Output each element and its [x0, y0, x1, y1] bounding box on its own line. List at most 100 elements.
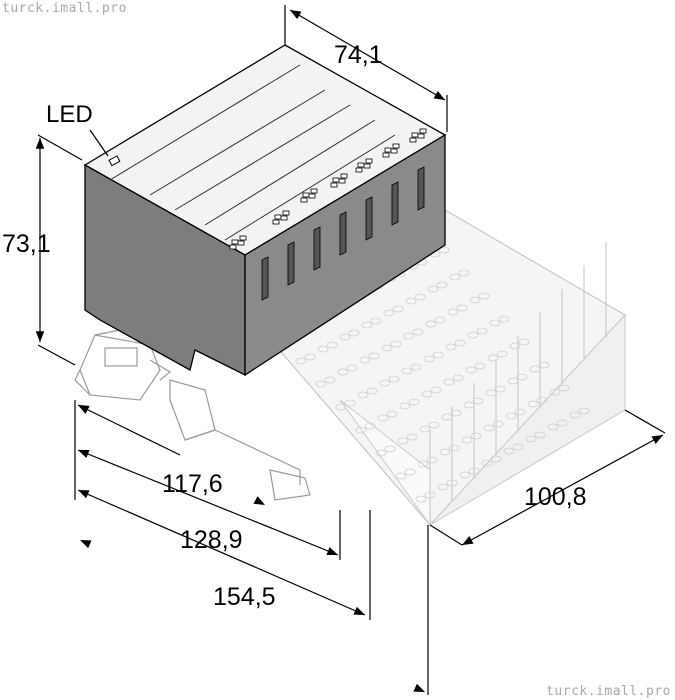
terminal-screw — [361, 321, 373, 329]
dim-label-length-3: 154,5 — [213, 583, 276, 611]
terminal-screw — [445, 343, 457, 351]
terminal-screw — [419, 425, 431, 433]
terminal-screw — [509, 342, 521, 350]
terminal-screw — [326, 341, 338, 349]
status-led — [340, 173, 348, 179]
terminal-screw — [439, 448, 451, 456]
terminal-screw — [449, 273, 461, 281]
terminal-screw — [346, 364, 358, 372]
status-led-clusters — [229, 128, 427, 250]
status-led — [332, 177, 340, 183]
terminal-screw — [476, 327, 488, 335]
status-led — [274, 214, 282, 220]
led-indicator — [108, 155, 121, 167]
terminal-screw — [458, 269, 470, 277]
terminal-screw — [441, 413, 453, 421]
terminal-screw — [463, 401, 475, 409]
status-led — [280, 215, 288, 221]
terminal-screw — [348, 329, 360, 337]
terminal-screw — [467, 331, 479, 339]
terminal-screw — [401, 367, 413, 375]
terminal-screw — [446, 479, 458, 487]
terminal-screw — [452, 374, 464, 382]
status-led — [384, 147, 392, 153]
dimension-lines — [35, 5, 666, 695]
dim-line-extra — [80, 540, 425, 692]
terminal-screw — [414, 293, 426, 301]
terminal-screw — [498, 315, 510, 323]
terminal-screw — [315, 380, 327, 388]
front-connector-slots — [261, 166, 425, 301]
terminal-screw — [390, 340, 402, 348]
terminal-screw — [324, 376, 336, 384]
status-led — [417, 133, 425, 139]
terminal-screw — [529, 365, 541, 373]
dim-label-length-2: 128,9 — [180, 526, 243, 554]
terminal-screw — [395, 472, 407, 480]
status-led — [272, 219, 280, 225]
status-led — [300, 197, 308, 203]
status-led — [310, 188, 318, 194]
status-led — [411, 132, 419, 138]
status-led — [409, 137, 417, 143]
terminal-screw — [412, 328, 424, 336]
terminal-screw — [443, 378, 455, 386]
terminal-screw — [386, 410, 398, 418]
dim-line-depth — [461, 434, 664, 546]
terminal-screw — [404, 468, 416, 476]
terminal-screw — [538, 361, 550, 369]
watermark-top: turck.imall.pro — [2, 1, 127, 16]
terminal-screw — [430, 386, 442, 394]
terminal-screw — [335, 403, 347, 411]
terminal-screw — [344, 399, 356, 407]
terminal-screw — [366, 387, 378, 395]
status-led — [390, 148, 398, 154]
terminal-screw — [578, 407, 590, 415]
terminal-screw — [556, 419, 568, 427]
watermark-bottom: turck.imall.pro — [546, 684, 671, 699]
terminal-screw — [489, 319, 501, 327]
connector-slot — [339, 211, 347, 256]
terminal-screw — [359, 356, 371, 364]
status-led — [229, 244, 237, 250]
terminal-screw — [492, 420, 504, 428]
terminal-screw — [397, 437, 409, 445]
terminal-screw — [392, 305, 404, 313]
status-led — [382, 152, 390, 158]
terminal-screw — [355, 426, 367, 434]
terminal-screw — [507, 377, 519, 385]
status-led — [308, 193, 316, 199]
status-led — [365, 158, 373, 164]
terminal-screw — [295, 357, 307, 365]
terminal-screw — [549, 388, 561, 396]
connector-slot — [287, 241, 295, 286]
terminal-screw — [438, 246, 450, 254]
terminal-screw — [375, 449, 387, 457]
terminal-screw — [357, 391, 369, 399]
terminal-screw — [432, 351, 444, 359]
connector-slot — [261, 256, 269, 301]
terminal-screw — [436, 281, 448, 289]
terminal-screw — [370, 317, 382, 325]
terminal-screw — [518, 338, 530, 346]
status-led — [392, 143, 400, 149]
status-led — [338, 178, 346, 184]
terminal-screw — [547, 423, 559, 431]
terminal-screw — [434, 316, 446, 324]
terminal-screw — [410, 363, 422, 371]
terminal-screw — [428, 421, 440, 429]
terminal-screw — [496, 350, 508, 358]
terminal-screw — [454, 339, 466, 347]
terminal-screw — [494, 385, 506, 393]
terminal-screw — [472, 397, 484, 405]
status-led — [282, 210, 290, 216]
dim-label-length-1: 117,6 — [162, 470, 223, 498]
terminal-screw — [368, 352, 380, 360]
terminal-screw — [456, 304, 468, 312]
terminal-screw — [403, 332, 415, 340]
terminal-screw — [448, 444, 460, 452]
terminal-screw — [478, 292, 490, 300]
terminal-screw — [450, 409, 462, 417]
terminal-screw — [424, 491, 436, 499]
terminal-screw — [317, 345, 329, 353]
